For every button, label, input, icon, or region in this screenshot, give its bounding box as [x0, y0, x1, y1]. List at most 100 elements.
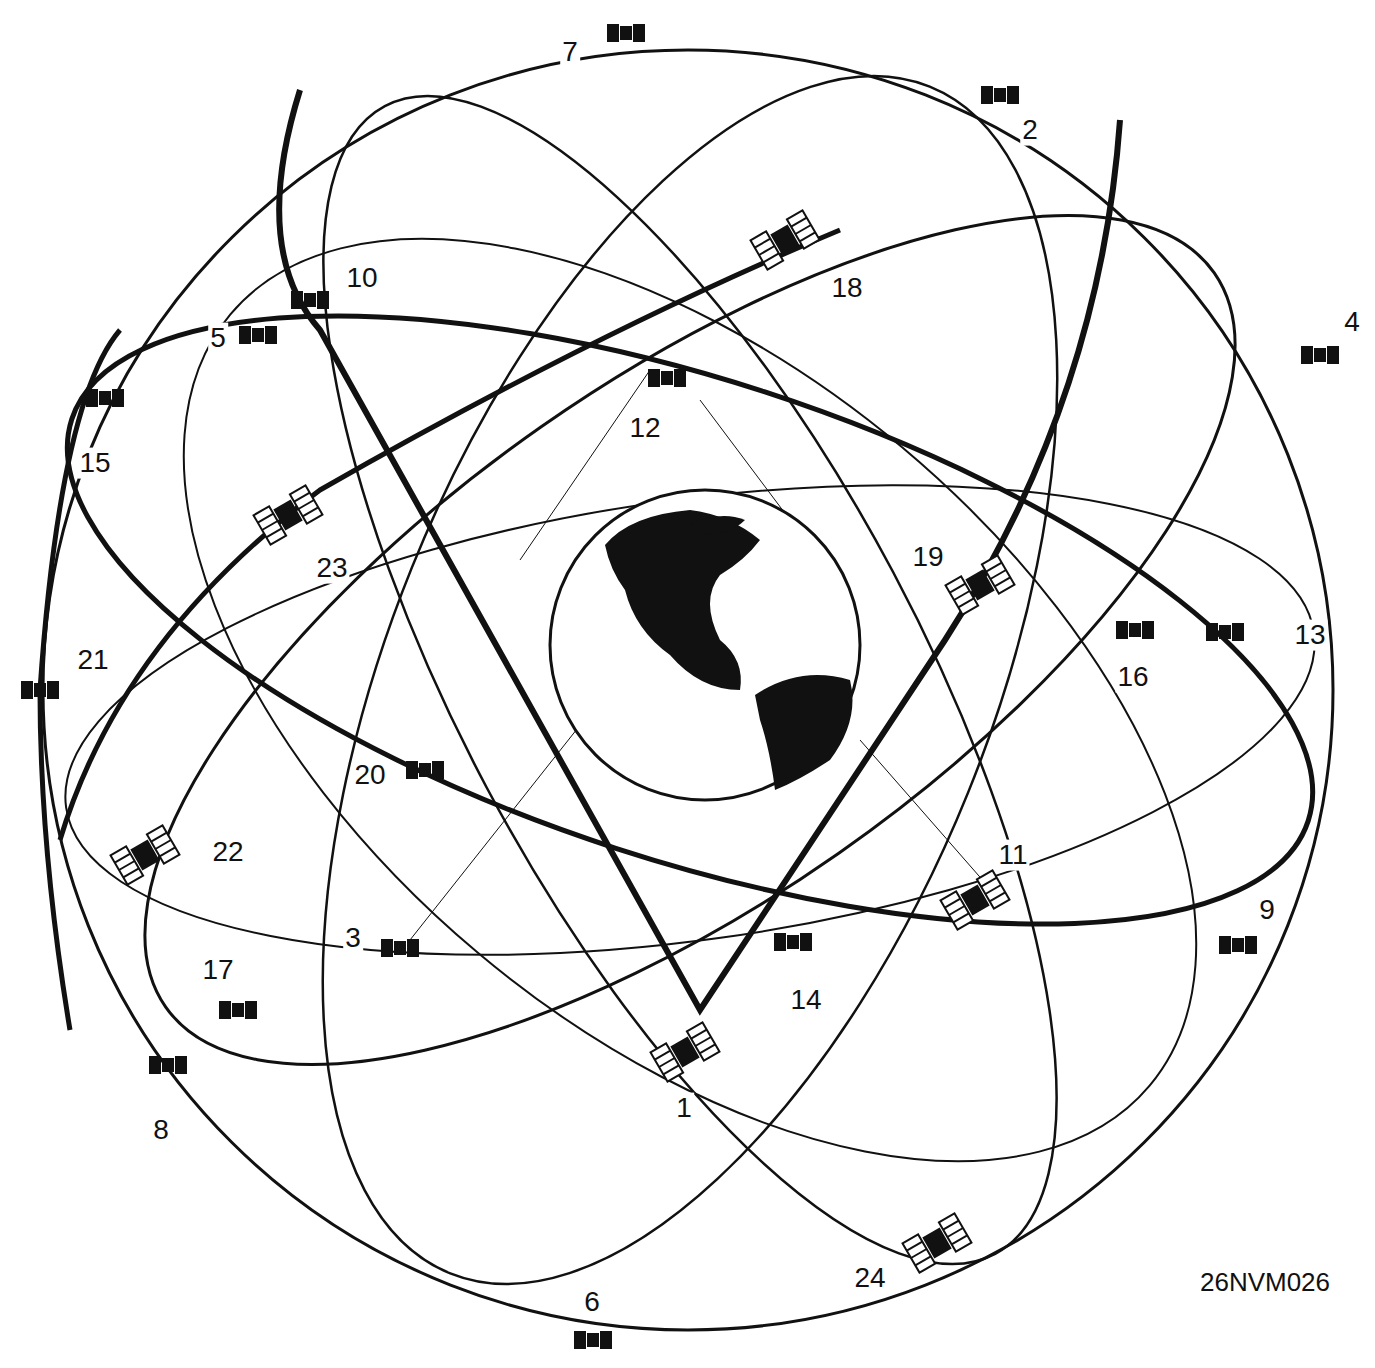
- panel-cell: [298, 500, 314, 509]
- satellite-icon: [575, 1332, 611, 1348]
- satellite-number: 17: [200, 955, 235, 986]
- satellite-number: 6: [582, 1287, 602, 1318]
- panel-cell: [755, 239, 771, 248]
- satellite-icon: [751, 210, 820, 269]
- solar-panel: [266, 327, 276, 343]
- satellite-icon: [292, 292, 328, 308]
- solar-panel: [601, 1332, 611, 1348]
- satellite-number: 24: [852, 1263, 887, 1294]
- panel-cell: [800, 232, 816, 241]
- panel-cell: [695, 1037, 711, 1046]
- solar-panel: [22, 682, 32, 698]
- panel-cell: [763, 253, 779, 262]
- satellite-number: 7: [560, 37, 580, 68]
- panel-cell: [655, 1051, 671, 1060]
- satellite-number: 23: [314, 553, 349, 584]
- satellite-body: [99, 391, 111, 405]
- solar-panel: [290, 485, 323, 523]
- panel-cell: [990, 570, 1006, 579]
- solar-panel: [608, 25, 618, 41]
- panel-cell: [915, 1256, 931, 1265]
- satellite-body: [1129, 623, 1141, 637]
- satellite-icon: [254, 485, 323, 544]
- satellite-number: 4: [1342, 307, 1362, 338]
- panel-cell: [294, 493, 310, 502]
- solar-panel: [982, 555, 1015, 593]
- satellite-icon: [111, 825, 180, 884]
- panel-cell: [985, 885, 1001, 894]
- solar-panel: [1143, 622, 1153, 638]
- satellite-icon: [946, 555, 1015, 614]
- panel-cell: [663, 1065, 679, 1074]
- satellite-icon: [775, 934, 811, 950]
- panel-cell: [155, 840, 171, 849]
- solar-panel: [382, 940, 392, 956]
- solar-panel: [1008, 87, 1018, 103]
- panel-cell: [947, 1228, 963, 1237]
- solar-panel: [651, 1043, 684, 1081]
- satellite-body: [252, 328, 264, 342]
- panel-cell: [911, 1249, 927, 1258]
- satellite-body: [620, 26, 632, 40]
- solar-panel: [111, 846, 144, 884]
- satellite-number: 15: [77, 448, 112, 479]
- satellite-icon: [941, 870, 1010, 929]
- panel-cell: [759, 246, 775, 255]
- panel-cell: [303, 507, 319, 516]
- solar-panel: [176, 1057, 186, 1073]
- satellite-number: 9: [1257, 895, 1277, 926]
- panel-cell: [791, 218, 807, 227]
- satellite-icon: [220, 1002, 256, 1018]
- panel-cell: [151, 833, 167, 842]
- solar-panel: [87, 390, 97, 406]
- solar-panel: [408, 940, 418, 956]
- satellite-number: 21: [75, 645, 110, 676]
- satellite-body: [587, 1333, 599, 1347]
- solar-panel: [982, 87, 992, 103]
- solar-panel: [1207, 624, 1217, 640]
- solar-panel: [903, 1234, 936, 1272]
- satellite-number: 2: [1020, 115, 1040, 146]
- panel-cell: [659, 1058, 675, 1067]
- satellite-body: [34, 683, 46, 697]
- panel-cell: [954, 591, 970, 600]
- satellite-icon: [608, 25, 644, 41]
- satellite-icon: [150, 1057, 186, 1073]
- solar-panel: [675, 370, 685, 386]
- satellite-number: 14: [788, 985, 823, 1016]
- panel-cell: [981, 878, 997, 887]
- panel-cell: [958, 598, 974, 607]
- solar-panel: [433, 762, 443, 778]
- satellite-number: 16: [1115, 662, 1150, 693]
- satellite-icon: [1117, 622, 1153, 638]
- satellite-body: [994, 88, 1006, 102]
- solar-panel: [751, 231, 784, 269]
- satellite-number: 10: [344, 263, 379, 294]
- satellite-icon: [87, 390, 123, 406]
- satellite-number: 18: [829, 273, 864, 304]
- solar-panel: [649, 370, 659, 386]
- solar-panel: [946, 576, 979, 614]
- panel-cell: [907, 1242, 923, 1251]
- solar-panel: [318, 292, 328, 308]
- solar-panel: [1117, 622, 1127, 638]
- satellite-number: 3: [343, 923, 363, 954]
- panel-cell: [119, 861, 135, 870]
- solar-panel: [292, 292, 302, 308]
- satellite-icon: [651, 1022, 720, 1081]
- solar-panel: [775, 934, 785, 950]
- panel-cell: [691, 1030, 707, 1039]
- satellite-icon: [240, 327, 276, 343]
- satellite-body: [661, 371, 673, 385]
- satellite-number: 12: [627, 413, 662, 444]
- satellite-icon: [982, 87, 1018, 103]
- satellite-icon: [1207, 624, 1243, 640]
- earth: [550, 490, 860, 800]
- satellite-number: 19: [910, 542, 945, 573]
- satellite-number: 13: [1292, 620, 1327, 651]
- panel-cell: [258, 514, 274, 523]
- panel-cell: [115, 854, 131, 863]
- panel-cell: [945, 899, 961, 908]
- solar-panel: [687, 1022, 720, 1060]
- solar-panel: [801, 934, 811, 950]
